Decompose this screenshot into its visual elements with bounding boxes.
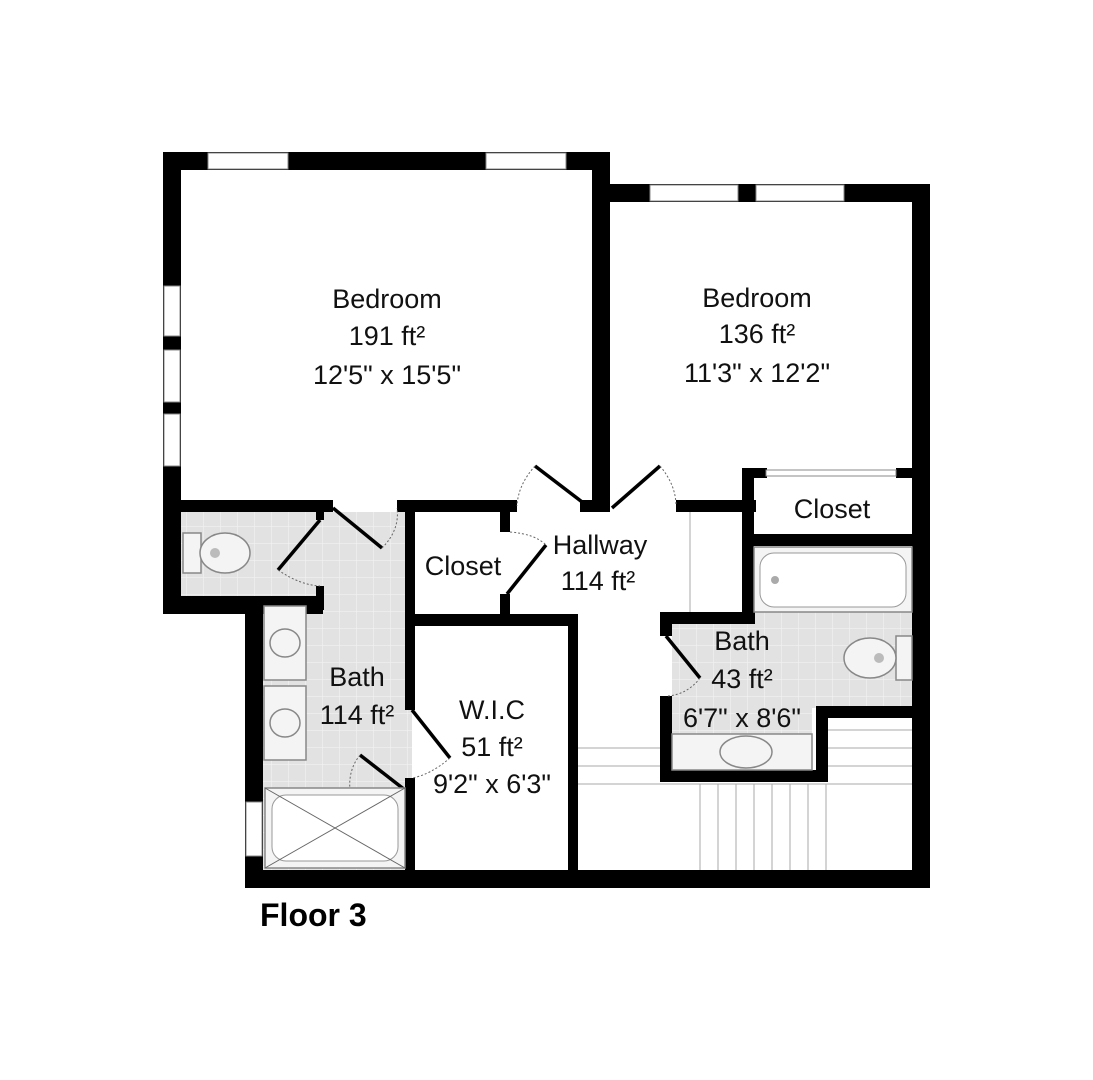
bathtub-icon bbox=[264, 787, 406, 869]
toilet-icon bbox=[843, 635, 913, 681]
room-label-bath-2: Bath 43 ft² 6'7" x 8'6" bbox=[683, 626, 801, 733]
room-name: Closet bbox=[794, 494, 871, 524]
room-name: Bath bbox=[714, 626, 770, 656]
room-name: Bedroom bbox=[702, 283, 812, 313]
room-label-hallway: Hallway 114 ft² bbox=[553, 530, 648, 596]
room-area: 114 ft² bbox=[561, 566, 636, 596]
room-dimensions: 6'7" x 8'6" bbox=[683, 703, 801, 733]
room-label-closet-1: Closet bbox=[425, 551, 502, 581]
room-label-bedroom-1: Bedroom 191 ft² 12'5" x 15'5" bbox=[313, 284, 461, 390]
sink-icon bbox=[263, 605, 307, 681]
windows bbox=[163, 152, 897, 857]
bathtub-icon bbox=[753, 546, 913, 613]
sink-icon bbox=[671, 733, 813, 771]
room-area: 191 ft² bbox=[349, 321, 426, 351]
room-label-closet-2: Closet bbox=[794, 494, 871, 524]
fixtures bbox=[182, 532, 913, 869]
room-label-bedroom-2: Bedroom 136 ft² 11'3" x 12'2" bbox=[684, 283, 830, 388]
doors bbox=[276, 464, 702, 792]
room-name: Closet bbox=[425, 551, 502, 581]
room-dimensions: 12'5" x 15'5" bbox=[313, 360, 461, 390]
floor-label: Floor 3 bbox=[260, 897, 367, 933]
room-name: Hallway bbox=[553, 530, 648, 560]
staircase bbox=[578, 510, 912, 870]
room-dimensions: 9'2" x 6'3" bbox=[433, 769, 551, 799]
room-dimensions: 11'3" x 12'2" bbox=[684, 358, 830, 388]
room-area: 51 ft² bbox=[461, 732, 523, 762]
sink-icon bbox=[263, 685, 307, 761]
room-label-bath-1: Bath 114 ft² bbox=[320, 662, 395, 730]
room-area: 43 ft² bbox=[711, 664, 773, 694]
room-area: 114 ft² bbox=[320, 700, 395, 730]
room-label-wic: W.I.C 51 ft² 9'2" x 6'3" bbox=[433, 695, 551, 799]
room-name: W.I.C bbox=[459, 695, 525, 725]
room-name: Bath bbox=[329, 662, 385, 692]
room-name: Bedroom bbox=[332, 284, 442, 314]
room-area: 136 ft² bbox=[719, 319, 796, 349]
toilet-icon bbox=[182, 532, 251, 574]
